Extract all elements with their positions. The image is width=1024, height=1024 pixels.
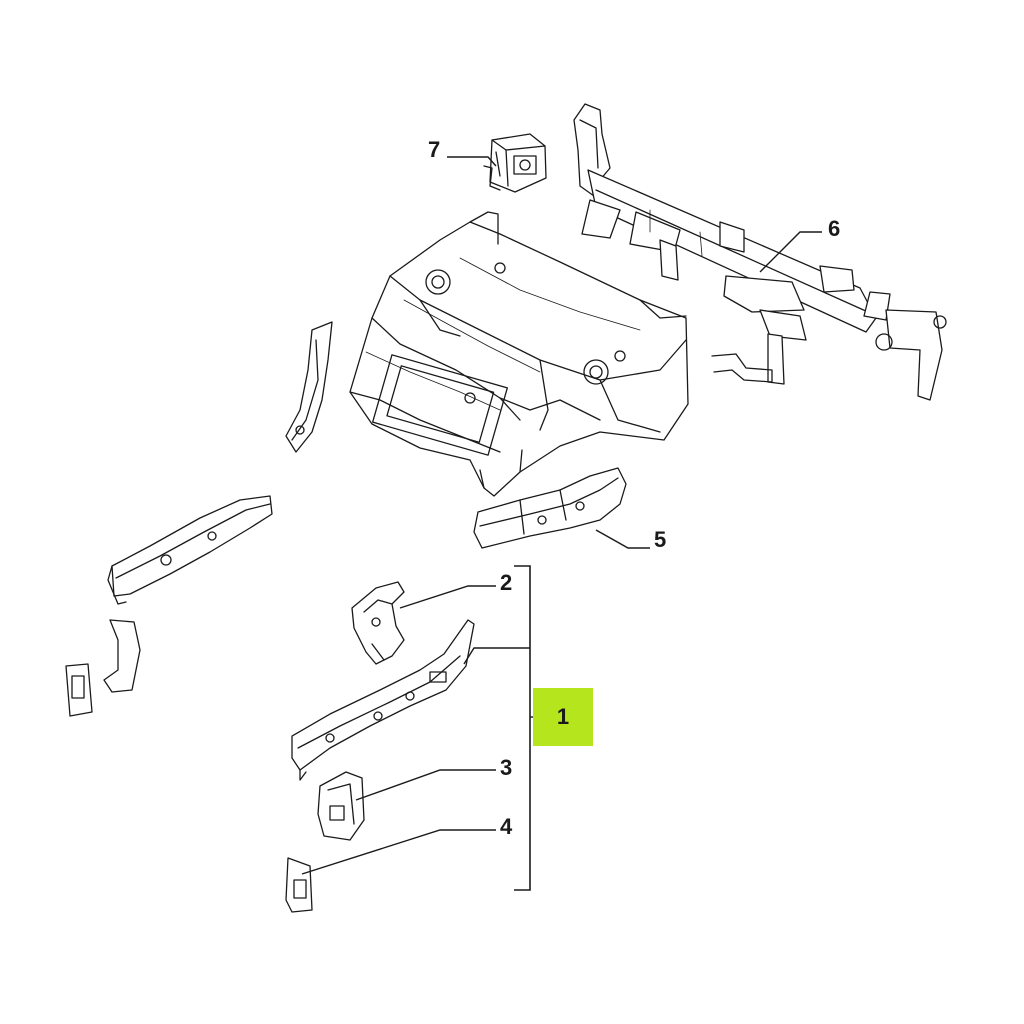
callout-7: 7	[428, 137, 441, 162]
part-3-bracket[interactable]	[317, 771, 365, 841]
part-1-front-side-member[interactable]	[291, 619, 475, 781]
left-side-rail	[65, 495, 273, 717]
part-4-plate[interactable]	[285, 857, 313, 913]
callout-1-highlight: 1	[533, 688, 593, 746]
callout-6: 6	[828, 216, 841, 241]
front-end-structure[interactable]	[349, 211, 689, 497]
part-5-side-member-extension[interactable]	[473, 467, 627, 549]
part-6-cross-car-beam[interactable]	[573, 103, 947, 401]
callout-1: 1	[556, 704, 570, 729]
callout-3: 3	[500, 755, 513, 780]
part-7-mount-bracket[interactable]	[483, 133, 547, 193]
callout-4: 4	[500, 814, 513, 839]
callout-2: 2	[500, 570, 513, 595]
callout-5: 5	[654, 527, 667, 552]
leader-lines	[301, 156, 822, 891]
part-2-bracket[interactable]	[351, 581, 405, 665]
left-strut-panel	[285, 321, 333, 453]
